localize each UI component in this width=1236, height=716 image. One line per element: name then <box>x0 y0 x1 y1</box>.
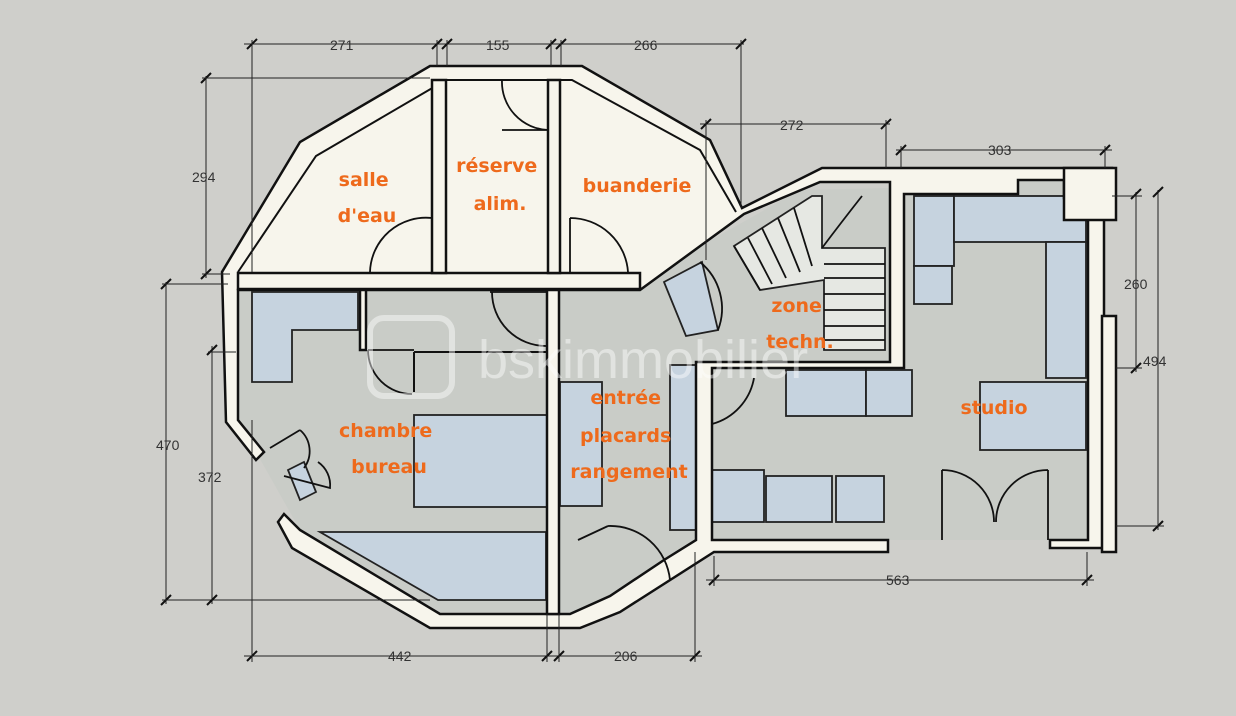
room-chambre: chambre bureau <box>339 420 439 478</box>
studio-counter-1 <box>785 369 867 417</box>
dim-top-5: 303 <box>988 142 1012 158</box>
dim-top-2: 155 <box>486 37 510 53</box>
dim-left-3: 372 <box>198 469 222 485</box>
room-labels: salle d'eau réserve alim. buanderie zone… <box>338 155 1028 483</box>
door-entree-bottom <box>577 525 671 581</box>
door-chambre-window <box>269 429 332 490</box>
mid-horizontal-wall <box>236 271 642 291</box>
studio-kitchen-upper <box>913 195 955 267</box>
watermark-text: bskimmobilier <box>478 330 808 390</box>
wall-chambre-entree <box>545 288 561 616</box>
studio-sofa-3 <box>835 475 885 523</box>
studio-kitchen-cube <box>913 265 953 305</box>
studio-table <box>979 381 1087 451</box>
room-studio: studio <box>960 397 1027 419</box>
door-buanderie <box>569 217 629 273</box>
walls <box>220 64 1118 630</box>
dim-right-1: 260 <box>1124 276 1148 292</box>
watermark: bskimmobilier <box>367 315 808 399</box>
room-reserve: réserve alim. <box>456 155 544 215</box>
studio-right-wall <box>1100 314 1118 554</box>
room-entree: entrée placards rangement <box>570 387 688 483</box>
door-zone-techn-unit <box>699 261 723 331</box>
dim-bottom-3: 563 <box>886 572 910 588</box>
door-chambre-left <box>367 349 414 395</box>
chambre-bed <box>413 414 549 508</box>
room-zone-techn: zone techn. <box>766 295 834 353</box>
dim-bottom-2: 206 <box>614 648 638 664</box>
studio-sofa-2 <box>765 475 833 523</box>
wall-salle-reserve <box>430 78 448 275</box>
studio-sofa-1 <box>711 469 765 523</box>
dim-right-2: 494 <box>1143 353 1167 369</box>
studio-top-right-stub <box>1062 166 1118 222</box>
chambre-wardrobe <box>251 291 359 383</box>
dim-left-2: 470 <box>156 437 180 453</box>
entree-placard-left <box>559 381 603 507</box>
chambre-partition <box>358 288 368 352</box>
staircase <box>732 195 886 351</box>
door-zone-techn <box>711 368 755 425</box>
wall-reserve-buanderie <box>546 78 562 275</box>
dimension-lines <box>160 38 1164 662</box>
dim-top-1: 271 <box>330 37 354 53</box>
door-chambre-top <box>490 291 547 347</box>
doors <box>269 79 1049 581</box>
studio-kitchen-side <box>1045 241 1087 379</box>
dim-top-4: 272 <box>780 117 804 133</box>
dim-bottom-1: 442 <box>388 648 412 664</box>
studio-counter-2 <box>865 369 913 417</box>
door-reserve-top <box>501 79 549 131</box>
door-studio-double <box>941 469 1049 540</box>
room-salle-deau: salle d'eau <box>338 169 397 227</box>
dim-left-1: 294 <box>192 169 216 185</box>
dimension-labels: 271 155 266 272 303 294 470 372 260 494 … <box>156 37 1167 664</box>
door-salle <box>369 216 433 273</box>
room-buanderie: buanderie <box>583 175 692 197</box>
dim-top-3: 266 <box>634 37 658 53</box>
